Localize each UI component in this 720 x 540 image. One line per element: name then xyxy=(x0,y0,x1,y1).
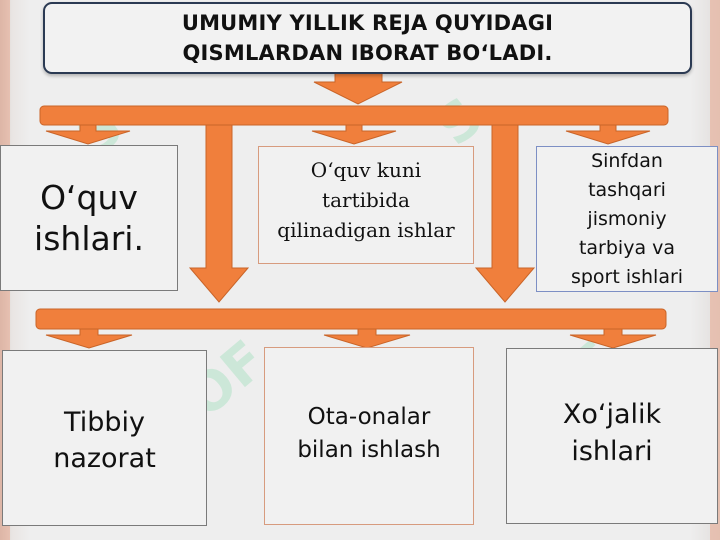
box-label-line: tartibida xyxy=(322,188,410,212)
arrow-to-box-sinfdan-tashqari xyxy=(565,124,651,145)
lower-horizontal-bar xyxy=(35,308,667,330)
long-down-arrow-right xyxy=(474,124,536,303)
long-down-arrow-left xyxy=(188,124,250,303)
box-label: Ota-onalar bilan ishlash xyxy=(297,401,440,467)
arrow-to-box-oquv-kuni xyxy=(311,124,397,145)
box-oquv-kuni-tartibida: O‘quv kuni tartibida qilinadigan ishlar xyxy=(258,146,474,264)
box-label-line: tarbiya va xyxy=(578,236,676,259)
box-label-line: jismoniy xyxy=(587,207,667,230)
box-label-line: ishlari xyxy=(571,436,653,467)
box-label-line: O‘quv xyxy=(40,178,138,217)
title-line: UMUMIY YILLIK REJA QUYIDAGI xyxy=(181,11,554,35)
box-label-line: Sinfdan xyxy=(591,149,663,172)
box-tibbiy-nazorat: Tibbiy nazorat xyxy=(2,350,207,526)
arrow-to-box-xojalik xyxy=(569,328,657,349)
box-ota-onalar: Ota-onalar bilan ishlash xyxy=(264,347,474,525)
box-sinfdan-tashqari: Sinfdan tashqari jismoniy tarbiya va spo… xyxy=(536,146,718,292)
box-label-line: Tibbiy xyxy=(64,407,145,438)
arrow-to-box-ota-onalar xyxy=(323,328,411,349)
box-xojalik-ishlari: Xo‘jalik ishlari xyxy=(506,348,718,524)
arrow-to-box-oquv-ishlari xyxy=(45,124,131,145)
title-box: UMUMIY YILLIK REJA QUYIDAGI QISMLARDAN I… xyxy=(43,2,692,74)
box-label-line: O‘quv kuni xyxy=(310,158,422,182)
box-label-line: tashqari xyxy=(588,178,666,201)
box-label: O‘quv kuni tartibida qilinadigan ishlar xyxy=(277,155,454,245)
arrow-to-box-tibbiy xyxy=(45,328,133,349)
box-label-line: Ota-onalar xyxy=(307,404,431,430)
down-arrow-from-title xyxy=(313,69,403,105)
box-label-line: Xo‘jalik xyxy=(562,399,662,430)
box-oquv-ishlari: O‘quv ishlari. xyxy=(0,145,178,291)
box-label-line: sport ishlari xyxy=(570,265,684,288)
box-label-line: qilinadigan ishlar xyxy=(277,218,455,242)
box-label: Tibbiy nazorat xyxy=(53,405,156,477)
box-label-line: bilan ishlash xyxy=(297,437,441,463)
box-label: O‘quv ishlari. xyxy=(34,177,144,259)
box-label: Sinfdan tashqari jismoniy tarbiya va spo… xyxy=(571,147,683,292)
box-label-line: nazorat xyxy=(53,443,156,474)
box-label: Xo‘jalik ishlari xyxy=(563,396,661,470)
title-line: QISMLARDAN IBORAT BO‘LADI. xyxy=(182,41,553,65)
title-text: UMUMIY YILLIK REJA QUYIDAGI QISMLARDAN I… xyxy=(182,8,553,68)
box-label-line: ishlari. xyxy=(34,219,144,258)
upper-horizontal-bar xyxy=(39,105,669,126)
